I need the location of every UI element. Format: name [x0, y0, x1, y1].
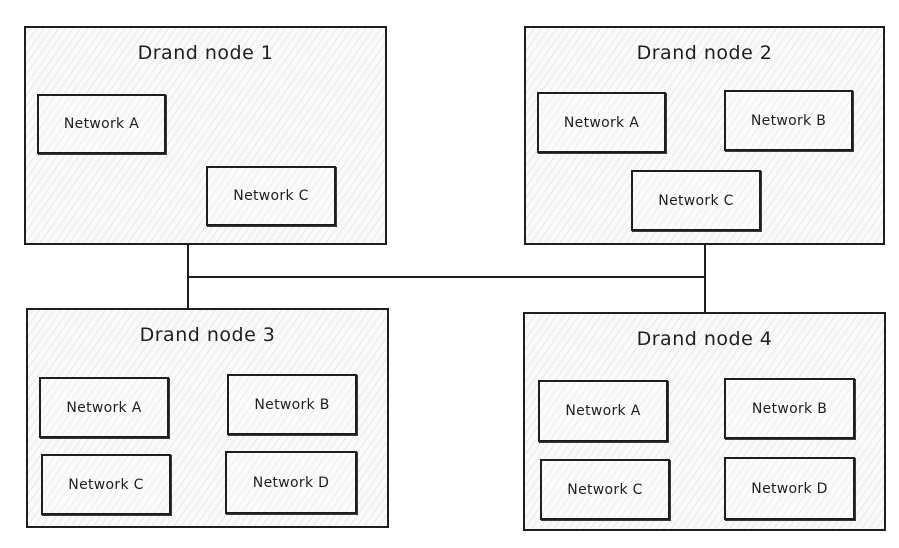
network-box-c: Network C	[540, 459, 670, 520]
node-title: Drand node 3	[139, 324, 276, 346]
network-box-a: Network A	[37, 94, 166, 154]
network-box-a: Network A	[39, 377, 169, 438]
network-box-b: Network B	[724, 378, 855, 439]
network-box-c: Network C	[206, 166, 336, 226]
network-label: Network C	[233, 188, 309, 204]
network-box-a: Network A	[538, 380, 668, 442]
drand-node-1: Drand node 1 Network A Network C	[24, 26, 387, 245]
network-label: Network B	[750, 112, 827, 129]
network-label: Network C	[567, 481, 643, 498]
connector-node2-vertical	[704, 244, 706, 312]
connector-horizontal-bus	[187, 276, 706, 278]
network-box-d: Network D	[225, 451, 357, 514]
network-label: Network C	[658, 192, 734, 209]
network-box-b: Network B	[724, 90, 853, 151]
network-label: Network A	[563, 114, 640, 131]
drand-node-3: Drand node 3 Network A Network B Network…	[26, 308, 389, 528]
node-title: Drand node 2	[636, 42, 773, 64]
drand-node-4: Drand node 4 Network A Network B Network…	[523, 312, 886, 531]
node-title: Drand node 1	[137, 42, 274, 64]
network-box-c: Network C	[41, 454, 171, 515]
network-box-b: Network B	[227, 374, 357, 435]
network-label: Network A	[565, 403, 641, 419]
network-label: Network B	[751, 400, 828, 417]
drand-node-2: Drand node 2 Network A Network B Network…	[524, 26, 885, 245]
network-box-a: Network A	[537, 92, 666, 153]
network-label: Network A	[66, 399, 142, 416]
network-box-d: Network D	[724, 457, 855, 520]
network-label: Network B	[254, 396, 330, 413]
network-label: Network D	[252, 474, 330, 491]
network-label: Network D	[751, 480, 828, 497]
node-title: Drand node 4	[636, 328, 773, 350]
network-box-c: Network C	[631, 170, 761, 231]
network-label: Network A	[63, 116, 140, 132]
network-label: Network C	[68, 476, 144, 493]
